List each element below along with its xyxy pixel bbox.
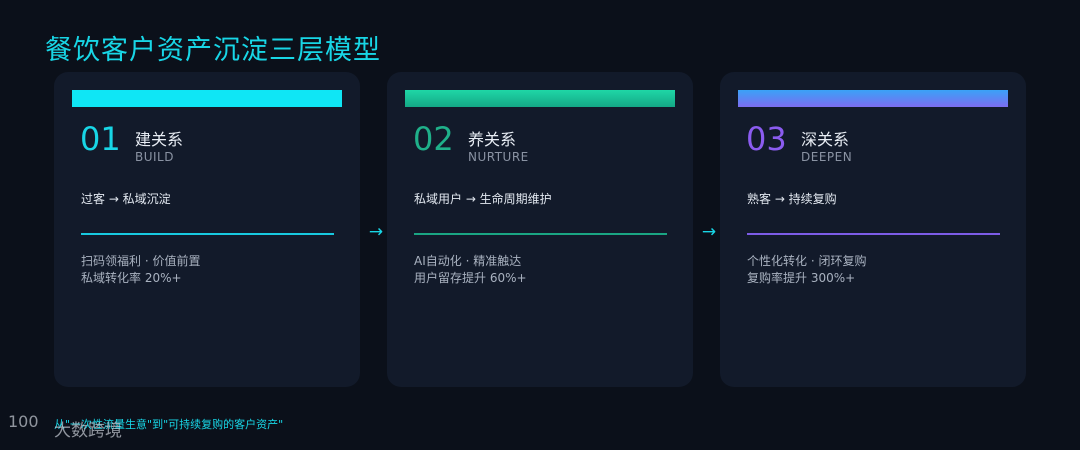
card-english-name: NURTURE [468,150,529,164]
watermark-logo-text-wrap: 大数跨境 [26,412,122,441]
logo-text: 大数跨境 [54,421,122,441]
card-detail: 扫码领福利 · 价值前置 私域转化率 20%+ [81,253,200,287]
card-accent-bar [405,90,675,107]
card-divider [747,233,1000,235]
card-number: 02 [413,120,454,158]
flow-arrow-icon: → [368,222,384,242]
card-divider [414,233,667,235]
card-accent-bar [72,90,342,107]
layer-card-build: 01 建关系 BUILD 过客 → 私域沉淀 扫码领福利 · 价值前置 私域转化… [54,72,360,387]
card-name: 养关系 [468,130,517,149]
layer-card-nurture: 02 养关系 NURTURE 私域用户 → 生命周期维护 AI自动化 · 精准触… [387,72,693,387]
page-title: 餐饮客户资产沉淀三层模型 [45,35,381,66]
card-english-name: BUILD [135,150,174,164]
card-detail-line: AI自动化 · 精准触达 [414,254,522,268]
card-detail-line: 扫码领福利 · 价值前置 [81,254,201,268]
card-number: 03 [746,120,787,158]
card-detail-line: 复购率提升 300%+ [747,271,856,285]
card-detail-line: 私域转化率 20%+ [81,271,182,285]
card-english-name: DEEPEN [801,150,853,164]
card-detail: 个性化转化 · 闭环复购 复购率提升 300%+ [747,253,866,287]
card-description: 过客 → 私域沉淀 [81,192,171,206]
layer-card-deepen: 03 深关系 DEEPEN 熟客 → 持续复购 个性化转化 · 闭环复购 复购率… [720,72,1026,387]
card-detail-line: 用户留存提升 60%+ [414,271,527,285]
card-description: 熟客 → 持续复购 [747,192,837,206]
card-detail: AI自动化 · 精准触达 用户留存提升 60%+ [414,253,527,287]
card-name: 建关系 [135,130,184,149]
card-name: 深关系 [801,130,850,149]
watermark-logo: 100 [8,412,39,431]
logo-mark-icon: 100 [8,412,39,431]
card-number: 01 [80,120,121,158]
footer-caption: 从"一次性流量生意"到"可持续复购的客户资产" [54,418,284,431]
card-description: 私域用户 → 生命周期维护 [414,192,552,206]
card-divider [81,233,334,235]
card-detail-line: 个性化转化 · 闭环复购 [747,254,867,268]
card-accent-bar [738,90,1008,107]
flow-arrow-icon: → [701,222,717,242]
